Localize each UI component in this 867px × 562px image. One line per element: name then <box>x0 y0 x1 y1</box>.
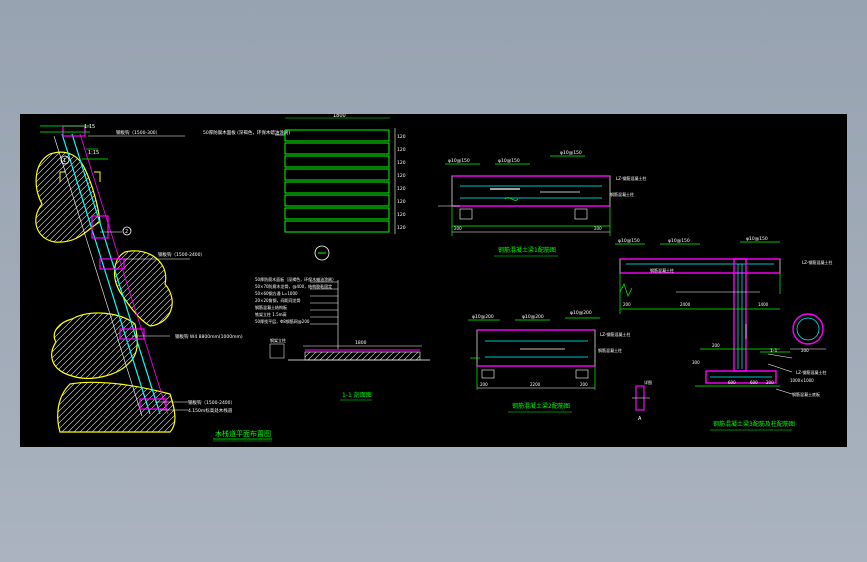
beam2-dim-2: 2200 <box>530 382 541 387</box>
layer-label-2: 50×70防腐木龙骨，@400，结构胶粘固定 <box>255 283 332 289</box>
beam3-label-3: LZ-钢筋混凝土柱 <box>796 369 826 375</box>
callout-marker-1[interactable] <box>60 155 70 165</box>
beam2-label-2: 钢筋混凝土柱 <box>598 347 622 353</box>
detail-a: 详图 A <box>632 379 652 422</box>
beam2-drawing: φ10@200 φ10@200 φ10@200 LZ-钢筋混凝土柱 钢筋混凝土柱… <box>468 310 630 413</box>
callout-marker-2[interactable] <box>122 226 132 236</box>
detail-mark: A <box>638 416 642 422</box>
section-right-dim-6: 120 <box>397 199 406 205</box>
beam2-dim-1: 200 <box>480 382 488 387</box>
cad-drawing: 1:15 1:15 1 2 钢板钩（1500-300） 钢板钩（1500-240… <box>35 114 832 442</box>
elevation-dim-2: 1:15 <box>88 150 99 156</box>
section-left-label: 钢架立柱 <box>270 337 286 343</box>
section-right-dim-4: 120 <box>397 173 406 179</box>
elevation-label-1: 钢板钩（1500-300） <box>116 129 160 136</box>
section-right-dim-7: 120 <box>397 212 406 218</box>
beam1-dim-1: 200 <box>454 226 462 231</box>
beam3-drawing: φ10@150 φ10@150 φ10@150 LZ-钢筋混凝土柱 钢筋混凝土柱… <box>615 236 832 431</box>
layer-label-7: 50厚找平层，Φ8钢筋网@200 <box>255 318 310 324</box>
beam1-title: 钢筋混凝土梁1配筋图 <box>498 246 556 254</box>
section-top-dim: 1800 <box>333 114 346 119</box>
beam3-dim-6: 300 <box>692 360 700 365</box>
beam3-rebar-3: φ10@150 <box>746 236 768 242</box>
beam2-dim-3: 200 <box>580 382 588 387</box>
beam2-rebar-1: φ10@200 <box>472 314 494 320</box>
column-section-circle <box>792 313 824 345</box>
section-right-dim-8: 120 <box>397 225 406 231</box>
section-right-dim-3: 120 <box>397 160 406 166</box>
beam3-dim-8: 200 <box>766 380 774 385</box>
elevation-label-4: 钢板钩（1500-2400） <box>188 399 235 406</box>
beam3-label-4: 1000×1000 <box>790 378 814 383</box>
beam2-rebar-2: φ10@200 <box>522 314 544 320</box>
beam3-dim-5: 600 <box>728 380 736 385</box>
layer-label-6: 铁架立柱 1.5m高 <box>255 311 287 317</box>
section-title: 1-1 剖面图 <box>342 391 372 399</box>
elevation-title: 木栈道平面布置图 <box>215 429 271 438</box>
section-bottom-dim: 1800 <box>355 340 367 346</box>
detail-label: 详图 <box>644 379 652 385</box>
beam1-rebar-3: φ10@150 <box>560 150 582 156</box>
marker-2-label: 2 <box>125 229 128 235</box>
beam3-dim-2: 2400 <box>680 302 691 307</box>
beam3-title: 钢筋混凝土梁3配筋及柱配筋图 <box>713 420 795 428</box>
beam1-rebar-2: φ10@150 <box>498 158 520 164</box>
beam3-label-5: 钢筋混凝土底板 <box>792 391 820 397</box>
layer-label-5: 钢筋混凝土结构板 <box>255 304 287 310</box>
section-right-dim-5: 120 <box>397 186 406 192</box>
beam1-dim-2: 200 <box>594 226 602 231</box>
beam3-dim-4: 200 <box>712 343 720 348</box>
rock-middle <box>114 250 173 327</box>
section-top-label: 50厚防腐木面板 (深褐色，环保木蜡油涂刷) <box>203 129 290 136</box>
beam3-rebar-1: φ10@150 <box>618 238 640 244</box>
layer-label-3: 50×60钢方通 L=1000 <box>255 290 298 296</box>
beam1-label-1: LZ-钢筋混凝土柱 <box>616 175 646 181</box>
elevation-dim-1: 1:15 <box>84 124 95 130</box>
layer-label-4: 20×20角钢，间距同龙骨 <box>255 297 301 303</box>
beam2-title: 钢筋混凝土梁2配筋图 <box>512 402 570 410</box>
elevation-label-3: 钢板钩 W4 8800mm(1000mm) <box>175 333 243 340</box>
elevation-label-2: 钢板钩（1500-2400） <box>158 251 205 258</box>
beam3-rebar-2: φ10@150 <box>668 238 690 244</box>
elevation-drawing: 1:15 1:15 1 2 钢板钩（1500-300） 钢板钩（1500-240… <box>35 124 272 442</box>
section-cut-marker[interactable] <box>314 245 330 261</box>
beam2-label-1: LZ-钢筋混凝土柱 <box>600 331 630 337</box>
cad-drawing-viewport[interactable]: 1:15 1:15 1 2 钢板钩（1500-300） 钢板钩（1500-240… <box>20 114 847 447</box>
rock-base <box>57 381 176 433</box>
rock-lower <box>51 312 138 379</box>
marker-1-label: 1 <box>63 158 66 164</box>
beam3-label-2: 钢筋混凝土柱 <box>650 267 674 273</box>
section-drawing: 1800 50厚防腐木面板 (深褐色，环保木蜡油涂刷) 120 120 120 … <box>203 114 430 401</box>
elevation-label-5: 4.150m标高处木栈道 <box>188 407 233 414</box>
beam3-label-1: LZ-钢筋混凝土柱 <box>802 259 832 265</box>
layer-label-1: 50厚防腐木面板（深褐色，环保木蜡油涂刷） <box>255 276 336 282</box>
beam3-dim-3: 1400 <box>758 302 769 307</box>
section-right-dim-2: 120 <box>397 147 406 153</box>
beam3-section-mark: 1-1 <box>770 348 777 354</box>
beam2-rebar-3: φ10@200 <box>570 310 592 316</box>
beam1-label-2: 钢筋混凝土柱 <box>610 191 634 197</box>
column-circle-dim: 200 <box>801 348 809 353</box>
beam1-rebar-1: φ10@150 <box>448 158 470 164</box>
section-right-dim-1: 120 <box>397 134 406 140</box>
beam1-drawing: φ10@150 φ10@150 φ10@150 LZ-钢筋混凝土柱 钢筋混凝土柱… <box>438 150 646 257</box>
beam3-dim-1: 200 <box>623 302 631 307</box>
rock-top <box>35 151 101 243</box>
beam3-dim-7: 600 <box>750 380 758 385</box>
